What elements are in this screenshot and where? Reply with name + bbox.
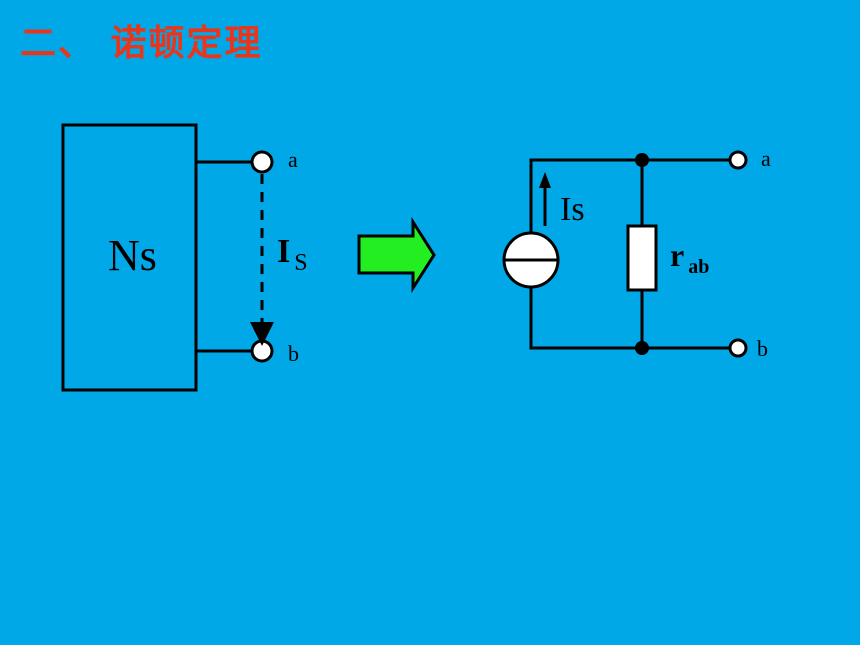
terminal-b-right xyxy=(728,338,748,358)
source-current-arrowhead xyxy=(539,172,551,188)
right-circuit: Is r ab a b xyxy=(502,146,771,361)
network-box xyxy=(61,123,198,392)
network-label: Ns xyxy=(108,231,157,280)
resistor-label-sub: ab xyxy=(688,256,709,278)
resistor-label-main: r xyxy=(670,237,684,273)
resistor xyxy=(626,224,658,292)
terminal-a-right xyxy=(728,150,748,170)
wire-bottom-right xyxy=(529,286,729,350)
terminal-a-label-right: a xyxy=(761,146,771,171)
transform-arrow xyxy=(357,216,436,294)
resistor-label: r ab xyxy=(670,237,709,278)
left-circuit: Ns a b I S xyxy=(61,123,308,392)
current-label-sub: S xyxy=(294,250,307,276)
wire-top-right xyxy=(529,158,729,234)
current-label-left: I S xyxy=(277,233,308,276)
terminal-a-label-left: a xyxy=(288,147,298,172)
source-label: Is xyxy=(560,191,585,228)
page-title: 二、 诺顿定理 xyxy=(20,23,263,64)
terminal-b-label-right: b xyxy=(757,336,768,361)
terminal-b-label-left: b xyxy=(288,341,299,366)
terminal-a-left xyxy=(250,150,274,174)
junction-bottom xyxy=(635,341,649,355)
current-label-main: I xyxy=(277,233,290,270)
terminal-b-left xyxy=(250,339,274,363)
junction-top xyxy=(635,153,649,167)
